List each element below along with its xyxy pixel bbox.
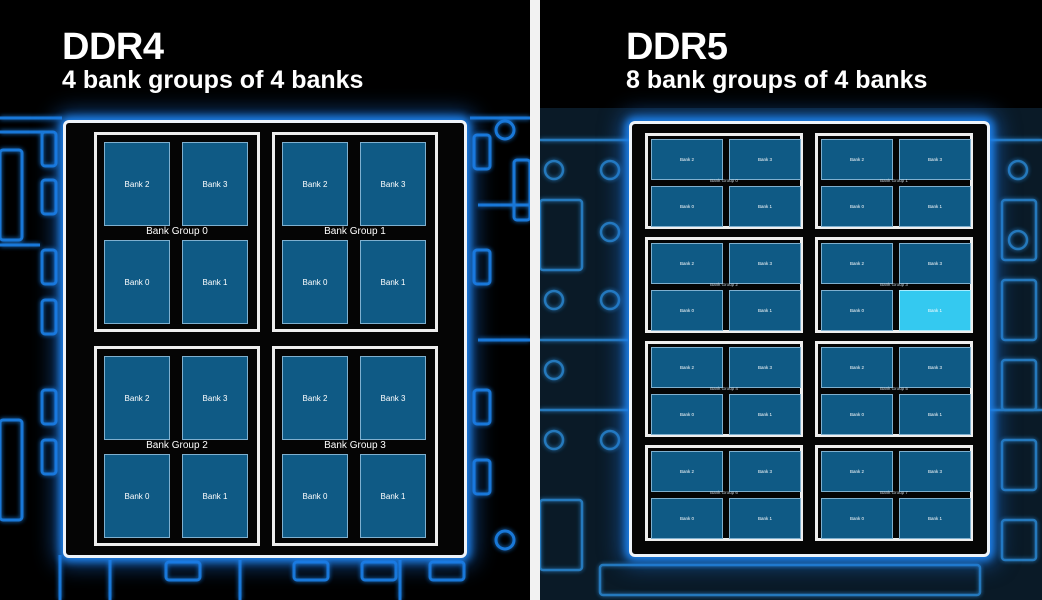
bank-cell: Bank 3 bbox=[729, 347, 801, 388]
bank-cell: Bank 3 bbox=[899, 451, 971, 492]
bank-cell: Bank 1 bbox=[182, 240, 248, 324]
ddr5-subtitle: 8 bank groups of 4 banks bbox=[626, 66, 928, 94]
ddr4-circuit-background bbox=[0, 116, 530, 600]
bank-cell: Bank 1 bbox=[729, 186, 801, 227]
bank-cell: Bank 3 bbox=[729, 451, 801, 492]
panel-divider bbox=[530, 0, 540, 600]
bank-cell: Bank 1 bbox=[899, 394, 971, 435]
bank-group-label: Bank Group 4 bbox=[710, 386, 738, 391]
bank-cell: Bank 3 bbox=[360, 142, 426, 226]
bank-cell: Bank 0 bbox=[651, 186, 723, 227]
bank-cell: Bank 2 bbox=[821, 347, 893, 388]
bank-group-label: Bank Group 3 bbox=[324, 440, 386, 451]
bank-cell: Bank 2 bbox=[282, 356, 348, 440]
bank-cell: Bank 3 bbox=[899, 243, 971, 284]
bank-cell: Bank 0 bbox=[651, 290, 723, 331]
bank-cell: Bank 2 bbox=[821, 139, 893, 180]
bank-group-label: Bank Group 2 bbox=[146, 440, 208, 451]
bank-cell: Bank 0 bbox=[821, 394, 893, 435]
bank-group-label: Bank Group 5 bbox=[880, 386, 908, 391]
bank-cell: Bank 2 bbox=[104, 356, 170, 440]
bank-cell: Bank 0 bbox=[821, 186, 893, 227]
bank-cell: Bank 2 bbox=[821, 451, 893, 492]
bank-group-label: Bank Group 2 bbox=[710, 282, 738, 287]
bank-cell: Bank 1 bbox=[899, 186, 971, 227]
bank-cell: Bank 0 bbox=[651, 394, 723, 435]
bank-cell: Bank 2 bbox=[104, 142, 170, 226]
bank-group-label: Bank Group 0 bbox=[146, 226, 208, 237]
bank-cell: Bank 0 bbox=[821, 290, 893, 331]
bank-cell: Bank 2 bbox=[651, 243, 723, 284]
bank-group-label: Bank Group 7 bbox=[880, 490, 908, 495]
bank-cell: Bank 2 bbox=[282, 142, 348, 226]
ddr4-title: DDR4 bbox=[62, 26, 164, 68]
ddr5-title: DDR5 bbox=[626, 26, 728, 68]
bank-cell: Bank 0 bbox=[282, 454, 348, 538]
bank-cell: Bank 1 bbox=[182, 454, 248, 538]
bank-group-label: Bank Group 1 bbox=[324, 226, 386, 237]
bank-cell: Bank 3 bbox=[182, 356, 248, 440]
bank-cell: Bank 1 bbox=[899, 498, 971, 539]
bank-cell: Bank 2 bbox=[821, 243, 893, 284]
bank-cell: Bank 3 bbox=[899, 347, 971, 388]
bank-cell: Bank 0 bbox=[282, 240, 348, 324]
bank-cell: Bank 1 bbox=[360, 240, 426, 324]
bank-cell: Bank 1 bbox=[729, 394, 801, 435]
bank-cell: Bank 0 bbox=[104, 240, 170, 324]
bank-group-label: Bank Group 6 bbox=[710, 490, 738, 495]
bank-group-label: Bank Group 0 bbox=[710, 178, 738, 183]
bank-group-label: Bank Group 1 bbox=[880, 178, 908, 183]
bank-cell: Bank 1 bbox=[729, 290, 801, 331]
bank-cell: Bank 3 bbox=[360, 356, 426, 440]
bank-cell: Bank 0 bbox=[821, 498, 893, 539]
bank-group-label: Bank Group 3 bbox=[880, 282, 908, 287]
bank-cell: Bank 1 bbox=[899, 290, 971, 331]
ddr4-subtitle: 4 bank groups of 4 banks bbox=[62, 66, 364, 94]
bank-cell: Bank 3 bbox=[182, 142, 248, 226]
bank-cell: Bank 2 bbox=[651, 451, 723, 492]
bank-cell: Bank 1 bbox=[360, 454, 426, 538]
bank-cell: Bank 0 bbox=[104, 454, 170, 538]
bank-cell: Bank 2 bbox=[651, 139, 723, 180]
bank-cell: Bank 0 bbox=[651, 498, 723, 539]
bank-cell: Bank 1 bbox=[729, 498, 801, 539]
bank-cell: Bank 3 bbox=[729, 243, 801, 284]
bank-cell: Bank 3 bbox=[899, 139, 971, 180]
bank-cell: Bank 2 bbox=[651, 347, 723, 388]
bank-cell: Bank 3 bbox=[729, 139, 801, 180]
